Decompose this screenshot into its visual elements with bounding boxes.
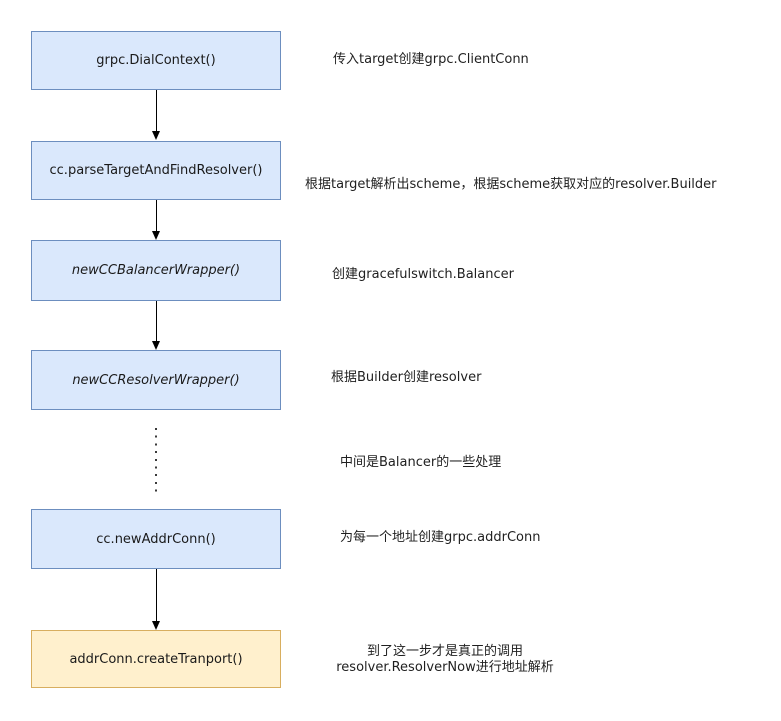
note-create-transport: 到了这一步才是真正的调用 resolver.ResolverNow进行地址解析 (330, 644, 560, 676)
dotted-connector (155, 428, 157, 497)
note-parse-target: 根据target解析出scheme，根据scheme获取对应的resolver.… (305, 177, 717, 192)
note-new-addr-conn: 为每一个地址创建grpc.addrConn (340, 530, 541, 545)
note-dialcontext: 传入target创建grpc.ClientConn (333, 52, 529, 67)
down-arrow-connector-2 (150, 200, 163, 240)
flow-box-new-cc-balancer-wrapper: newCCBalancerWrapper() (31, 240, 281, 301)
note-balancer-wrapper: 创建gracefulswitch.Balancer (332, 267, 514, 282)
arrow-head-icon (152, 621, 160, 630)
arrow-head-icon (152, 231, 160, 240)
arrow-shaft (156, 569, 157, 622)
arrow-shaft (156, 301, 157, 342)
arrow-shaft (156, 90, 157, 132)
note-create-transport-line1: 到了这一步才是真正的调用 (366, 644, 523, 659)
flow-box-grpc-dialcontext: grpc.DialContext() (31, 31, 281, 90)
arrow-head-icon (152, 341, 160, 350)
arrow-shaft (156, 200, 157, 232)
flow-box-new-addr-conn: cc.newAddrConn() (31, 509, 281, 569)
note-balancer-middle-steps: 中间是Balancer的一些处理 (340, 455, 502, 470)
down-arrow-connector-3 (150, 301, 163, 350)
down-arrow-connector-1 (150, 90, 163, 140)
flow-box-addrconn-create-tranport: addrConn.createTranport() (31, 630, 281, 688)
flow-box-parse-target-and-find-resolver: cc.parseTargetAndFindResolver() (31, 141, 281, 200)
arrow-head-icon (152, 131, 160, 140)
note-resolver-wrapper: 根据Builder创建resolver (331, 370, 482, 385)
note-create-transport-line2: resolver.ResolverNow进行地址解析 (336, 660, 554, 675)
flow-box-new-cc-resolver-wrapper: newCCResolverWrapper() (31, 350, 281, 410)
down-arrow-connector-4 (150, 569, 163, 630)
